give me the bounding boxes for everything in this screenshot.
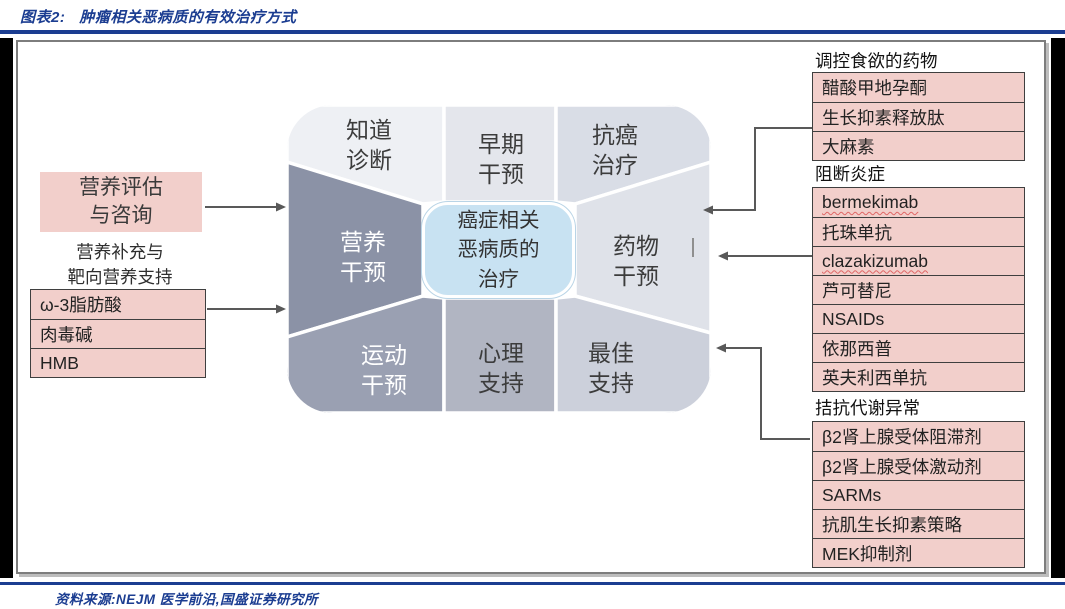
list-item: 依那西普	[813, 333, 1024, 362]
treatment-wheel-diagram	[287, 105, 711, 413]
list-item: β2肾上腺受体激动剂	[813, 451, 1024, 480]
stray-mark	[692, 238, 694, 257]
segment-best-support	[554, 294, 711, 413]
figure-number: 图表2:	[20, 9, 66, 26]
segment-label-nutrition-intervention: 营养 干预	[340, 229, 386, 285]
segment-label-early-intervention: 早期 干预	[478, 131, 524, 187]
segment-label-best-support: 最佳 支持	[588, 340, 634, 396]
list-item: 抗肌生长抑素策略	[813, 509, 1024, 538]
bottom-rule	[0, 582, 1065, 585]
figure-title-text: 肿瘤相关恶病质的有效治疗方式	[79, 9, 297, 26]
list-item: 醋酸甲地孕酮	[813, 73, 1024, 102]
source-note: 资料来源:NEJM 医学前沿,国盛证券研究所	[55, 592, 319, 607]
nutrition-support-list: ω-3脂肪酸 肉毒碱 HMB	[30, 289, 206, 378]
list-item: 大麻素	[813, 131, 1024, 160]
metabolism-antagonist-list: β2肾上腺受体阻滞剂 β2肾上腺受体激动剂 SARMs 抗肌生长抑素策略 MEK…	[812, 421, 1025, 568]
list-item: HMB	[31, 348, 205, 377]
segment-label-know-diagnosis: 知道 诊断	[346, 117, 392, 173]
list-item: 托珠单抗	[813, 217, 1024, 246]
list-item: bermekimab	[813, 188, 1024, 217]
group-title-appetite: 调控食欲的药物	[815, 51, 938, 71]
inflammation-block-list: bermekimab 托珠单抗 clazakizumab 芦可替尼 NSAIDs…	[812, 187, 1025, 392]
list-item: β2肾上腺受体阻滞剂	[813, 422, 1024, 451]
group-title-metabolism: 拮抗代谢异常	[815, 398, 920, 418]
segment-label-exercise-intervention: 运动 干预	[361, 342, 407, 398]
list-item: SARMs	[813, 480, 1024, 509]
segment-label-psychological-support: 心理 支持	[478, 340, 524, 396]
segment-label-drug-intervention: 药物 干预	[613, 233, 659, 289]
core-topic-box: 癌症相关 恶病质的 治疗	[422, 202, 575, 298]
group-title-inflammation: 阻断炎症	[815, 164, 885, 184]
list-item: NSAIDs	[813, 304, 1024, 333]
figure-title: 图表2: 肿瘤相关恶病质的有效治疗方式	[20, 6, 296, 27]
nutrition-assessment-box: 营养评估 与咨询	[40, 172, 202, 232]
list-item: 肉毒碱	[31, 319, 205, 348]
appetite-drug-list: 醋酸甲地孕酮 生长抑素释放肽 大麻素	[812, 72, 1025, 161]
list-item: 芦可替尼	[813, 275, 1024, 304]
left-black-margin	[0, 38, 13, 578]
segment-label-anticancer-therapy: 抗癌 治疗	[592, 122, 638, 178]
right-black-margin	[1051, 38, 1065, 578]
list-item: 英夫利西单抗	[813, 362, 1024, 391]
segment-know-diagnosis	[287, 105, 446, 206]
top-rule	[0, 30, 1065, 34]
segment-psychological-support	[442, 296, 558, 413]
nutrition-supplement-note: 营养补充与 靶向营养支持	[67, 242, 173, 287]
list-item: ω-3脂肪酸	[31, 290, 205, 319]
list-item: 生长抑素释放肽	[813, 102, 1024, 131]
list-item: MEK抑制剂	[813, 538, 1024, 567]
list-item: clazakizumab	[813, 246, 1024, 275]
